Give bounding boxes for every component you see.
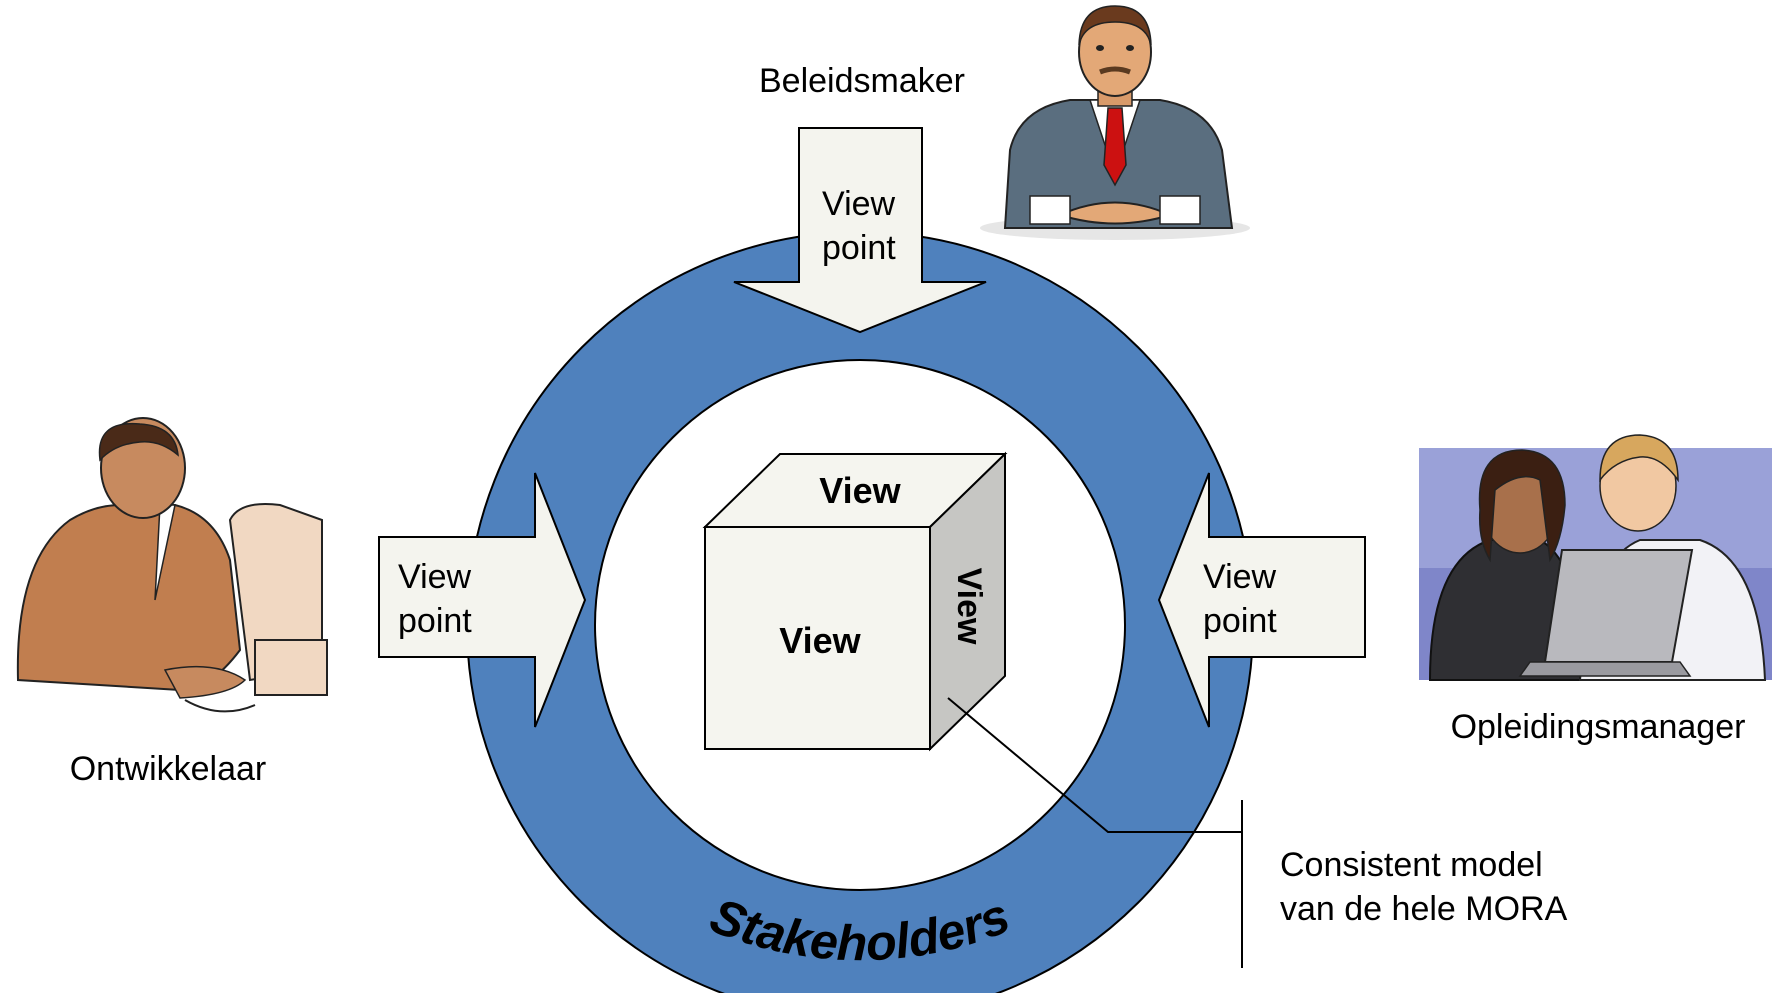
viewpoint-arrow-left-line1: View (398, 558, 472, 596)
cube-top-label: View (819, 470, 901, 511)
stakeholder-label-left: Ontwikkelaar (70, 750, 267, 788)
developer-at-computer-icon (16, 417, 328, 713)
viewpoint-arrow-left: View point (378, 472, 587, 728)
viewpoint-arrow-left-line2: point (398, 602, 472, 640)
cube-front-face (704, 526, 931, 750)
two-people-laptop-icon (1419, 434, 1772, 681)
cube-side-label: View (950, 568, 988, 645)
callout-line2: van de hele MORA (1280, 890, 1568, 928)
stakeholder-label-right: Opleidingsmanager (1451, 708, 1746, 746)
cube-front-label: View (779, 620, 861, 661)
viewpoint-arrow-right: View point (1157, 472, 1366, 728)
stakeholder-label-top: Beleidsmaker (759, 62, 965, 100)
callout-line (947, 697, 1242, 833)
viewpoint-arrow-right-line2: point (1203, 602, 1277, 640)
viewpoint-arrow-top: View point (733, 127, 987, 334)
callout-line1: Consistent model (1280, 846, 1543, 884)
view-cube: View View View (702, 451, 1008, 752)
businessman-icon (980, 5, 1250, 240)
viewpoint-arrow-top-line1: View (822, 185, 896, 223)
viewpoint-arrow-top-line2: point (822, 229, 896, 267)
viewpoint-arrow-right-line1: View (1203, 558, 1277, 596)
